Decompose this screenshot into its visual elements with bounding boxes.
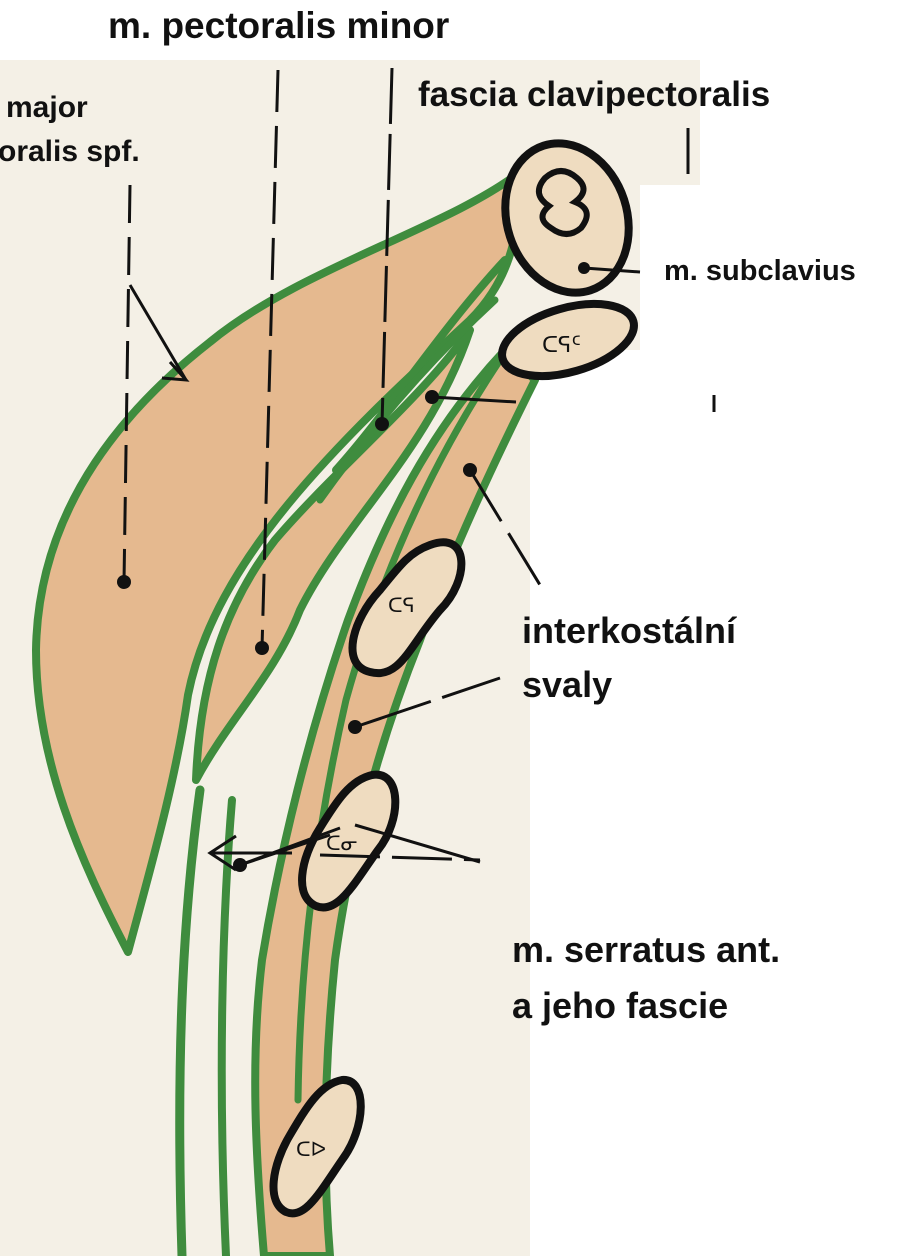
title-pectoralis-minor: m. pectoralis minor: [108, 4, 449, 48]
svg-text:ᑕᕋ: ᑕᕋ: [388, 593, 415, 617]
label-subclavius: m. subclavius: [664, 254, 856, 289]
label-pectoralis-major: major oralis spf.: [0, 86, 140, 174]
label-interkostalni-line1: interkostální: [522, 604, 736, 658]
label-fascia-clavipectoralis: fascia clavipectoralis: [418, 74, 770, 116]
svg-text:ᑕᐅ: ᑕᐅ: [296, 1137, 326, 1161]
label-serratus-line2: a jeho fascie: [512, 978, 780, 1034]
svg-text:ᑕᓂ: ᑕᓂ: [326, 831, 358, 855]
label-interkostalni-line2: svaly: [522, 658, 736, 712]
label-interkostalni-svaly: interkostální svaly: [522, 604, 736, 712]
label-pectoralis-major-line2: oralis spf.: [0, 130, 140, 174]
label-serratus-anterior: m. serratus ant. a jeho fascie: [512, 922, 780, 1034]
label-pectoralis-major-line1: major: [0, 86, 140, 130]
label-serratus-line1: m. serratus ant.: [512, 922, 780, 978]
svg-text:ᑕᕋᑦ: ᑕᕋᑦ: [542, 333, 581, 358]
